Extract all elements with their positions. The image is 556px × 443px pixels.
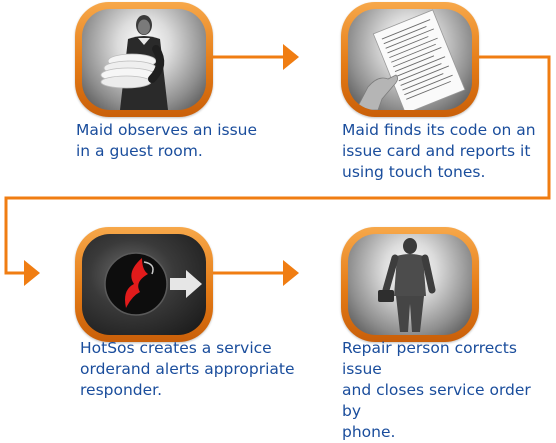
repair-person-image xyxy=(348,234,472,335)
arrowhead-to-step-4 xyxy=(283,260,299,286)
maid-holding-towels-image xyxy=(82,9,206,110)
arrowhead-to-step-3 xyxy=(24,260,40,286)
step-3-text: HotSos creates a service orderand alerts… xyxy=(80,339,295,399)
step-1-image-frame xyxy=(75,2,213,117)
step-4-image-frame xyxy=(341,227,479,342)
step-1-text: Maid observes an issue in a guest room. xyxy=(76,121,258,160)
step-4-text: Repair person corrects issue and closes … xyxy=(342,339,531,441)
issue-card-in-hand-image xyxy=(348,9,472,110)
hotsos-logo-image xyxy=(82,234,206,335)
step-3-image-frame xyxy=(75,227,213,342)
step-2-text: Maid finds its code on an issue card and… xyxy=(342,121,536,181)
step-2-image-frame xyxy=(341,2,479,117)
arrowhead-to-step-2 xyxy=(283,44,299,70)
workflow-diagram: Maid observes an issue in a guest room. … xyxy=(4,2,551,441)
